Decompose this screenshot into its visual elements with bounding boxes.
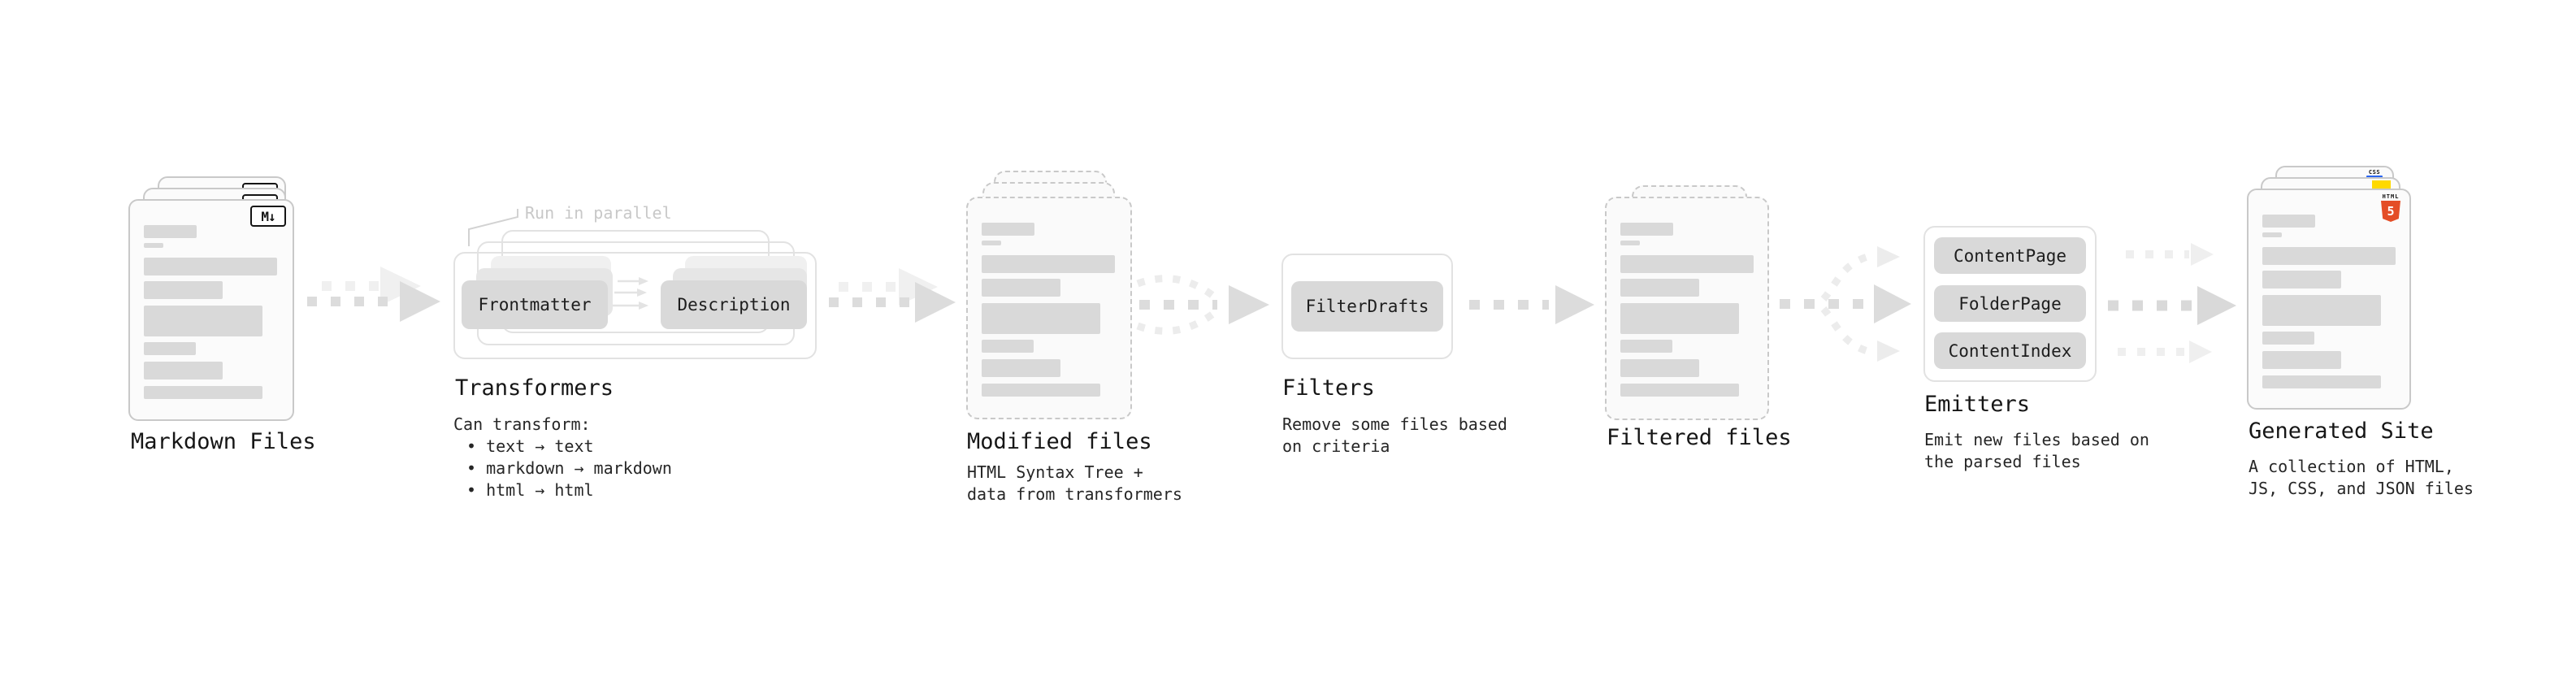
filtered-document-front (1605, 197, 1769, 420)
description-line: HTML Syntax Tree + (967, 462, 1143, 482)
stage-label-modified-files: Modified files (967, 429, 1152, 454)
description-line: on criteria (1282, 436, 1390, 456)
text-placeholder-bar (144, 386, 262, 399)
description-line: • text → text (466, 436, 594, 456)
folderpage-box: FolderPage (1934, 285, 2086, 322)
text-placeholder-bar (1620, 359, 1699, 377)
transformers-description: Can transform: • text → text • markdown … (453, 414, 672, 501)
markdown-document-front: M↓ (128, 199, 294, 421)
arrow-emitters-to-generated (2108, 243, 2236, 363)
document-text-placeholder (2249, 190, 2409, 408)
html5-icon: HTML 5 (2379, 194, 2403, 222)
arrow-filtered-to-emitters (1780, 246, 1911, 362)
arrow-modified-to-filters (1136, 275, 1269, 335)
css-icon-label: CSS (2368, 169, 2381, 176)
stage-label-filtered-files: Filtered files (1607, 425, 1792, 450)
stage-label-transformers: Transformers (455, 375, 614, 401)
description-line: data from transformers (967, 484, 1182, 504)
contentpage-box: ContentPage (1934, 237, 2086, 274)
text-placeholder-bar (144, 258, 277, 275)
text-placeholder-bar (1620, 384, 1739, 397)
arrow-markdown-to-transformers (307, 267, 440, 322)
document-text-placeholder (130, 201, 293, 419)
description-line: A collection of HTML, (2249, 457, 2454, 476)
document-text-placeholder (1607, 198, 1767, 419)
css-icon: CSS (2366, 170, 2383, 178)
transformers-container-front (453, 252, 817, 359)
html5-icon-shield: 5 (2381, 201, 2400, 222)
filterdrafts-box: FilterDrafts (1291, 281, 1443, 332)
html5-icon-label: HTML (2382, 193, 2400, 200)
stage-label-filters: Filters (1282, 375, 1375, 401)
text-placeholder-bar (1620, 279, 1699, 297)
stage-label-markdown-files: Markdown Files (131, 429, 316, 454)
text-placeholder-bar (144, 225, 197, 238)
text-placeholder-bar (982, 384, 1100, 397)
text-placeholder-bar (982, 340, 1034, 353)
description-line: Emit new files based on (1924, 430, 2149, 449)
description-box: Description (661, 280, 807, 329)
text-placeholder-bar (1620, 223, 1673, 236)
text-placeholder-bar (2262, 295, 2381, 326)
generated-site-description: A collection of HTML, JS, CSS, and JSON … (2249, 456, 2474, 500)
description-line: Remove some files based (1282, 414, 1507, 434)
emitters-description: Emit new files based on the parsed files (1924, 429, 2149, 473)
contentindex-box: ContentIndex (1934, 332, 2086, 369)
markdown-icon: M↓ (250, 206, 286, 227)
text-placeholder-bar (2262, 375, 2381, 388)
text-placeholder-bar (144, 362, 223, 380)
annotation-leader-line (468, 209, 518, 246)
text-placeholder-bar (2262, 351, 2341, 369)
text-placeholder-bar (144, 281, 223, 299)
text-placeholder-bar (2262, 215, 2315, 228)
arrow-filters-to-filtered (1469, 285, 1594, 324)
stage-label-generated-site: Generated Site (2249, 419, 2434, 444)
description-line: • html → html (466, 480, 594, 500)
text-placeholder-bar (1620, 255, 1754, 273)
arrow-transformers-to-modified (829, 268, 956, 323)
text-placeholder-bar (982, 279, 1060, 297)
arrow-frontmatter-to-description (611, 277, 648, 310)
text-placeholder-bar (982, 223, 1034, 236)
css-icon-underline (2366, 176, 2383, 178)
stage-label-emitters: Emitters (1924, 392, 2031, 417)
description-line: the parsed files (1924, 452, 2081, 471)
modified-files-description: HTML Syntax Tree + data from transformer… (967, 462, 1182, 505)
text-placeholder-bar (982, 255, 1115, 273)
description-line: JS, CSS, and JSON files (2249, 479, 2474, 498)
text-placeholder-bar (2262, 247, 2396, 265)
text-placeholder-bar (1620, 241, 1640, 245)
text-placeholder-bar (144, 243, 163, 248)
text-placeholder-bar (144, 306, 262, 336)
text-placeholder-bar (2262, 271, 2341, 288)
text-placeholder-bar (1620, 303, 1739, 334)
description-line: • markdown → markdown (466, 458, 672, 478)
description-line: Can transform: (453, 414, 591, 434)
javascript-icon (2372, 180, 2391, 189)
text-placeholder-bar (144, 342, 196, 355)
text-placeholder-bar (982, 303, 1100, 334)
text-placeholder-bar (2262, 332, 2314, 345)
text-placeholder-bar (982, 241, 1001, 245)
text-placeholder-bar (1620, 340, 1672, 353)
generated-document-html: HTML 5 (2247, 189, 2411, 410)
frontmatter-box: Frontmatter (462, 280, 608, 329)
document-text-placeholder (968, 198, 1130, 418)
filters-description: Remove some files based on criteria (1282, 414, 1507, 458)
text-placeholder-bar (982, 359, 1060, 377)
modified-document-front (966, 197, 1132, 419)
run-in-parallel-annotation: Run in parallel (525, 203, 672, 223)
text-placeholder-bar (2262, 232, 2282, 237)
